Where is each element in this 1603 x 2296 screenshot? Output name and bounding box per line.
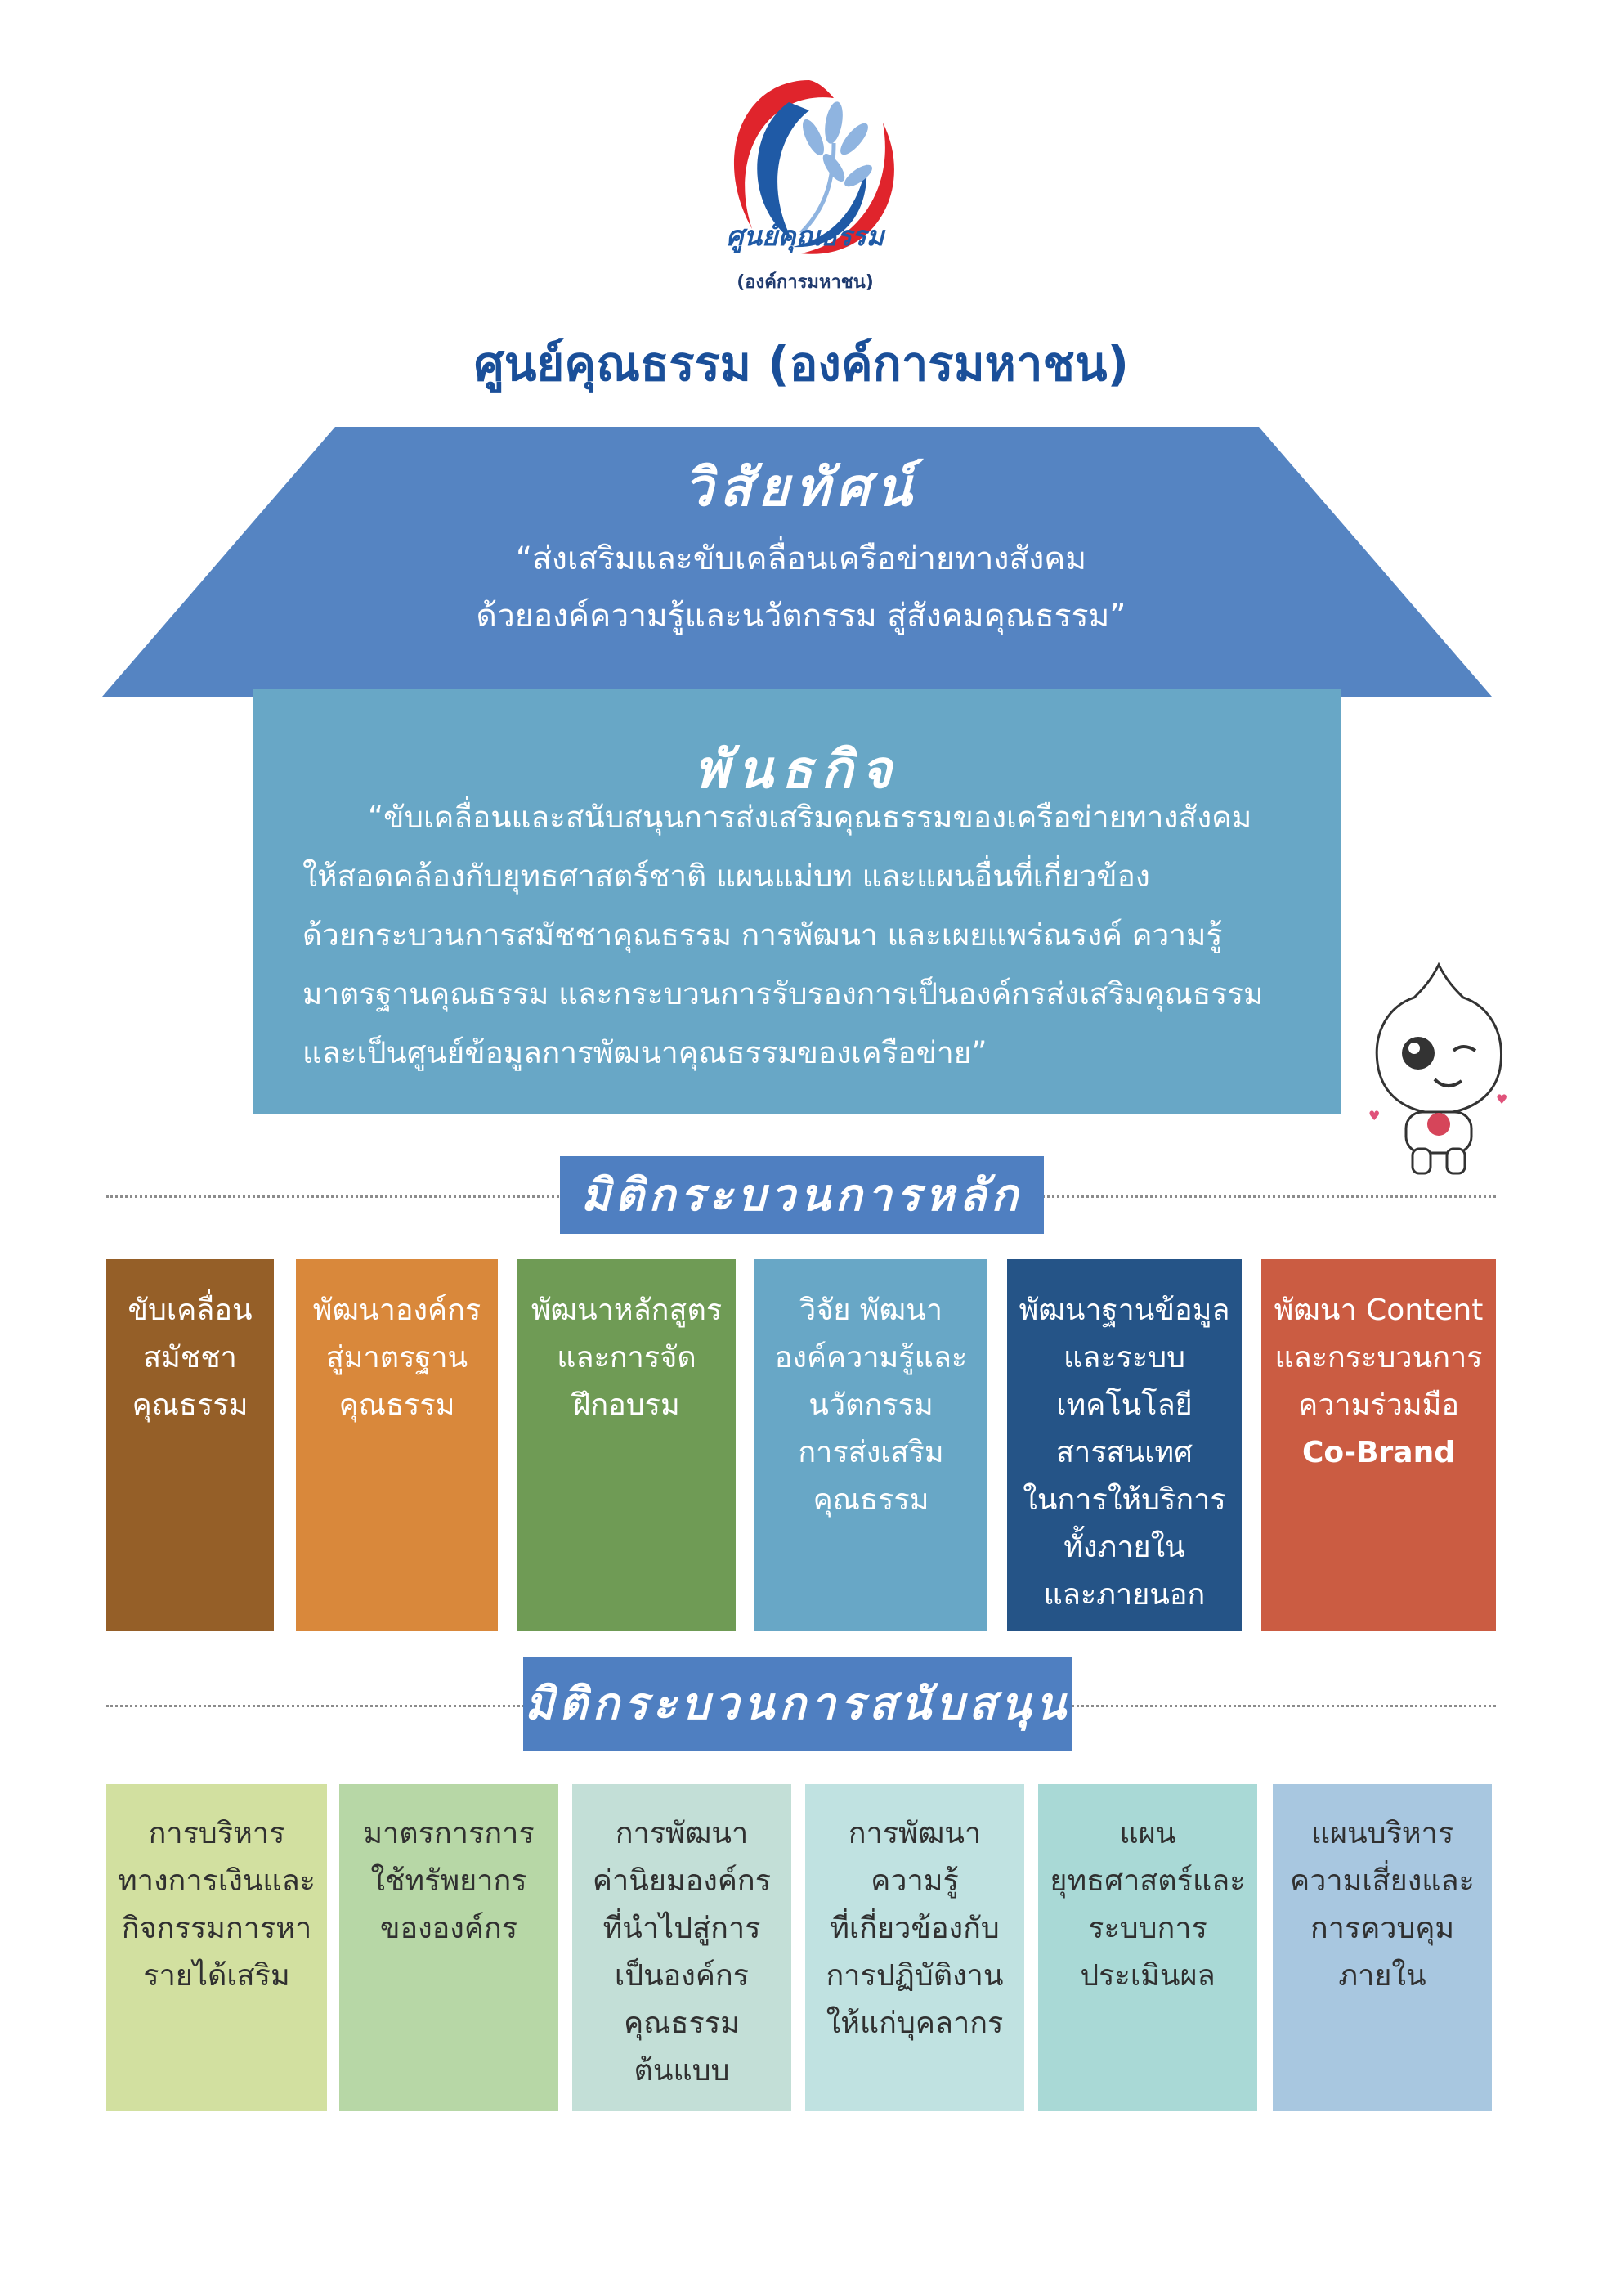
vision-text-line: ด้วยองค์ความรู้และนวัตกรรม สู่สังคมคุณธร… [476, 598, 1126, 635]
core-item-line: ความร่วมมือ [1298, 1388, 1459, 1422]
vision-text-line: “ส่งเสริมและขับเคลื่อนเครือข่ายทางสังคม [515, 540, 1087, 577]
support-item-line: แผน [1119, 1817, 1176, 1850]
core-item-line: สู่มาตรฐาน [325, 1341, 468, 1374]
support-item-line: ใช้ทรัพยากร [370, 1864, 527, 1898]
mission-panel [253, 689, 1341, 1114]
core-process-banner: มิติกระบวนการหลัก [560, 1156, 1044, 1234]
support-item-line: เป็นองค์กร [614, 1959, 750, 1993]
core-item: พัฒนาฐานข้อมูล และระบบ เทคโนโลยี สารสนเท… [1007, 1259, 1242, 1631]
support-item-line: การพัฒนา [615, 1817, 749, 1850]
core-item: พัฒนา Content และกระบวนการ ความร่วมมือ C… [1261, 1259, 1496, 1631]
mascot-icon: ♥ ♥ [1368, 962, 1507, 1175]
support-process-banner: มิติกระบวนการสนับสนุน [523, 1657, 1072, 1751]
support-item-line: ระบบการ [1088, 1912, 1207, 1945]
core-item-line: คุณธรรม [813, 1483, 929, 1517]
logo-blue-swoosh [757, 102, 809, 241]
core-item-line: องค์ความรู้และ [774, 1341, 968, 1374]
mission-heading: พันธกิจ [694, 739, 900, 800]
support-item-line: การพัฒนา [848, 1817, 982, 1850]
logo-subname: (องค์การมหาชน) [737, 272, 874, 293]
core-item-line: คุณธรรม [338, 1388, 455, 1422]
logo-red-swoosh-2 [801, 123, 894, 254]
core-item-line: และระบบ [1063, 1341, 1185, 1374]
support-item-line: แผนบริหาร [1310, 1817, 1454, 1850]
core-item: วิจัย พัฒนา องค์ความรู้และ นวัตกรรม การส… [754, 1259, 987, 1631]
core-item-line: คุณธรรม [132, 1388, 249, 1422]
support-item-line: ความเสี่ยงและ [1290, 1864, 1475, 1898]
core-item-line: และภายนอก [1043, 1578, 1206, 1612]
core-item: พัฒนาองค์กร สู่มาตรฐาน คุณธรรม [296, 1259, 498, 1631]
support-item-line: ให้แก่บุคลากร [826, 2007, 1004, 2040]
core-item-line: พัฒนาฐานข้อมูล [1019, 1294, 1230, 1327]
support-item-line: การควบคุม [1310, 1912, 1455, 1945]
mission-text-line: ด้วยกระบวนการสมัชชาคุณธรรม การพัฒนา และเ… [302, 917, 1223, 953]
core-item-line: ขับเคลื่อน [128, 1294, 253, 1327]
vision-heading: วิสัยทัศน์ [683, 457, 919, 518]
logo-blue-swoosh-2 [793, 164, 867, 248]
logo-name: ศูนย์คุณธรรม [726, 220, 884, 252]
support-item-line: มาตรการการ [363, 1817, 535, 1850]
support-item: การพัฒนา ความรู้ ที่เกี่ยวข้องกับ การปฏิ… [805, 1784, 1024, 2111]
core-item-line: เทคโนโลยี [1056, 1388, 1193, 1422]
logo [733, 80, 894, 254]
core-item-line: และการจัด [557, 1341, 696, 1374]
core-item-line: ในการให้บริการ [1023, 1483, 1226, 1517]
support-item-line: ความรู้ [871, 1864, 959, 1898]
support-item-line: ประเมินผล [1080, 1959, 1216, 1993]
support-item-line: ที่เกี่ยวข้องกับ [830, 1912, 1000, 1945]
svg-text:♥: ♥ [1368, 1108, 1380, 1123]
core-item-line: สมัชชา [143, 1341, 237, 1374]
mission-text-line: และเป็นศูนย์ข้อมูลการพัฒนาคุณธรรมของเครื… [302, 1035, 987, 1070]
support-item: แผนบริหาร ความเสี่ยงและ การควบคุม ภายใน [1273, 1784, 1492, 2111]
support-item-line: ค่านิยมองค์กร [592, 1864, 772, 1898]
support-item-line: ต้นแบบ [634, 2054, 730, 2087]
support-item-line: ยุทธศาสตร์และ [1050, 1864, 1246, 1898]
support-item-line: กิจกรรมการหา [121, 1912, 312, 1945]
support-item: แผน ยุทธศาสตร์และ ระบบการ ประเมินผล [1038, 1784, 1257, 2111]
support-item: การพัฒนา ค่านิยมองค์กร ที่นำไปสู่การ เป็… [572, 1784, 791, 2111]
logo-red-swoosh [733, 80, 834, 229]
mission-text-line: “ขับเคลื่อนและสนับสนุนการส่งเสริมคุณธรรม… [368, 800, 1252, 835]
support-item: มาตรการการ ใช้ทรัพยากร ขององค์กร [339, 1784, 558, 2111]
core-item-line: พัฒนา Content [1274, 1294, 1484, 1327]
logo-leaf-icon [802, 101, 873, 187]
core-item-line: และกระบวนการ [1274, 1341, 1483, 1374]
core-item-line: นวัตกรรม [808, 1388, 934, 1422]
core-item: ขับเคลื่อน สมัชชา คุณธรรม [106, 1259, 274, 1631]
core-item: พัฒนาหลักสูตร และการจัด ฝึกอบรม [517, 1259, 736, 1631]
support-item-line: ที่นำไปสู่การ [602, 1912, 761, 1945]
support-item-line: ขององค์กร [379, 1912, 518, 1945]
svg-text:♥: ♥ [1496, 1092, 1507, 1107]
core-item-line: ฝึกอบรม [573, 1388, 680, 1422]
support-item: การบริหาร ทางการเงินและ กิจกรรมการหา ราย… [106, 1784, 327, 2111]
core-item-line: ทั้งภายใน [1063, 1531, 1185, 1564]
support-item-line: รายได้เสริม [143, 1959, 290, 1993]
core-item-line: Co-Brand [1302, 1436, 1455, 1469]
page-title: ศูนย์คุณธรรม (องค์การมหาชน) [473, 336, 1130, 392]
core-item-line: สารสนเทศ [1056, 1436, 1193, 1469]
support-item-line: คุณธรรม [624, 2007, 740, 2040]
core-item-line: พัฒนาหลักสูตร [531, 1294, 723, 1327]
core-item-line: พัฒนาองค์กร [312, 1294, 481, 1327]
support-item-line: การบริหาร [148, 1817, 285, 1850]
support-item-line: ทางการเงินและ [118, 1864, 316, 1898]
support-item-line: การปฏิบัติงาน [826, 1959, 1004, 1993]
core-item-line: การส่งเสริม [798, 1436, 944, 1469]
support-item-line: ภายใน [1338, 1959, 1426, 1993]
mission-text-line: มาตรฐานคุณธรรม และกระบวนการรับรองการเป็น… [302, 976, 1264, 1011]
vision-roof [102, 427, 1492, 697]
mission-text-line: ให้สอดคล้องกับยุทธศาสตร์ชาติ แผนแม่บท แล… [302, 859, 1150, 894]
core-item-line: วิจัย พัฒนา [799, 1294, 943, 1327]
